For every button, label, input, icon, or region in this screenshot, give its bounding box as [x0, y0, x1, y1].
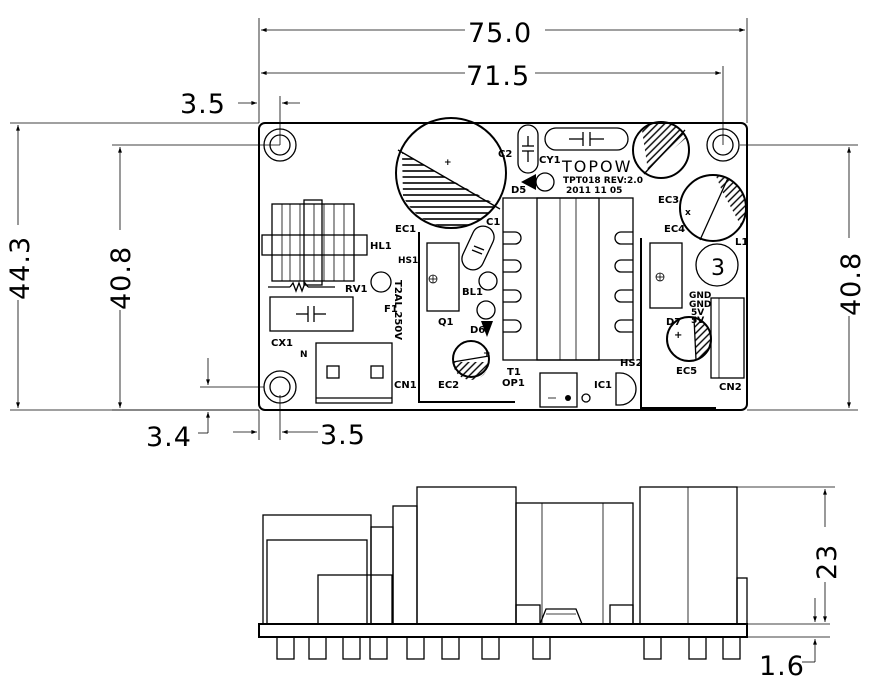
regulator-ic1 [615, 372, 637, 406]
label-ec1: EC1 [395, 224, 416, 235]
label-c1: C1 [486, 217, 500, 228]
bead-bl1 [478, 271, 498, 291]
dim-hole-offset-top-value: 3.5 [180, 89, 226, 120]
dim-hole-offset-bottom-horizontal [233, 395, 318, 440]
dim-hole-offset-bottom-value: 3.4 [146, 422, 192, 453]
top-view: + C2 CY1 TOPOW TPT018 REV:2.0 2011 11 05 [5, 18, 867, 453]
svg-text:+: + [674, 330, 682, 341]
dim-hole-offset-top [238, 96, 300, 145]
dim-component-height [737, 486, 835, 623]
label-hl1: HL1 [370, 241, 392, 252]
svg-text:3: 3 [711, 256, 725, 281]
dim-overall-width-value: 75.0 [468, 18, 532, 49]
label-cy1: CY1 [539, 155, 561, 166]
dim-component-height-value: 23 [812, 544, 843, 580]
transistor-rectifier [649, 242, 683, 309]
capacitor-c1 [461, 225, 495, 271]
label-rv1: RV1 [345, 284, 367, 295]
diode-d6 [476, 300, 496, 337]
capacitor-ec2: + [452, 340, 491, 380]
label-cx1: CX1 [271, 338, 293, 349]
varistor-rv1 [268, 281, 335, 293]
dim-hole-offset-bottom [198, 358, 264, 434]
inductor-l1: 3 [695, 243, 739, 287]
capacitor-ec4: x [679, 174, 747, 242]
label-5v-1: 5V [691, 308, 704, 318]
label-cn2: CN2 [719, 382, 742, 393]
label-ec5: EC5 [676, 366, 697, 377]
label-c2: C2 [498, 149, 512, 160]
label-cn1: CN1 [394, 380, 417, 391]
dim-hole-offset-bottom-horizontal-value: 3.5 [320, 420, 366, 451]
dim-hole-spacing-value: 71.5 [466, 61, 530, 92]
dim-hole-height-right [740, 144, 858, 411]
capacitor-c2 [517, 124, 539, 174]
svg-text:+: + [483, 349, 491, 359]
side-view: 23 1.6 [258, 486, 843, 682]
side-components [262, 486, 748, 625]
heatsink-hs1 [418, 232, 515, 403]
label-op1: OP1 [502, 378, 525, 389]
heatsink-hs2 [640, 238, 716, 409]
side-pcb [258, 623, 748, 638]
dim-hole-spacing [261, 66, 724, 145]
connector-cn1 [315, 342, 393, 404]
dim-board-thickness-value: 1.6 [759, 651, 805, 682]
capacitor-ec5: + [666, 316, 712, 362]
transistor-q1 [426, 242, 460, 312]
dim-overall-width [258, 18, 748, 123]
label-d5: D5 [511, 185, 526, 196]
label-ic1: IC1 [594, 380, 612, 391]
fuse-f1 [370, 271, 392, 293]
capacitor-cy1 [544, 127, 629, 151]
dim-overall-height-value: 44.3 [5, 236, 36, 300]
pcb-outline [258, 122, 748, 411]
board-date: 2011 11 05 [566, 186, 622, 196]
dim-hole-height-left [112, 144, 280, 411]
label-q1: Q1 [438, 317, 454, 328]
label-gnd-1: GND [689, 291, 711, 301]
label-n: N [300, 350, 308, 360]
dim-hole-height-right-value: 40.8 [836, 252, 867, 316]
label-ec3: EC3 [658, 195, 679, 206]
side-pins [276, 636, 741, 660]
dim-board-thickness [747, 598, 830, 663]
capacitor-cx1 [269, 296, 354, 332]
svg-text:x: x [685, 208, 691, 218]
label-t1: T1 [507, 367, 521, 378]
label-gnd-2: GND [689, 300, 711, 310]
label-5v-2: 5V [691, 316, 704, 326]
diode-d5 [521, 172, 555, 192]
bulk-capacitor: + [395, 117, 507, 229]
label-bl1: BL1 [462, 287, 483, 298]
label-fuse-rating: T2AL 250V [392, 280, 403, 340]
label-l1: L1 [735, 237, 748, 248]
board-model: TPT018 REV:2.0 [563, 176, 643, 186]
dim-hole-height-left-value: 40.8 [106, 246, 137, 310]
transformer-t1 [502, 197, 634, 361]
optocoupler-op1 [539, 372, 591, 408]
capacitor-ec3 [632, 121, 690, 179]
label-hs2: HS2 [620, 358, 643, 369]
board-brand: TOPOW [561, 157, 632, 176]
svg-text:+: + [444, 158, 452, 168]
label-f1: F1 [384, 304, 398, 315]
connector-cn2 [710, 297, 745, 379]
choke-hl1 [261, 199, 368, 286]
label-hs1: HS1 [398, 256, 418, 266]
label-ec4: EC4 [664, 224, 685, 235]
label-d6: D6 [470, 325, 485, 336]
label-ec2: EC2 [438, 380, 459, 391]
